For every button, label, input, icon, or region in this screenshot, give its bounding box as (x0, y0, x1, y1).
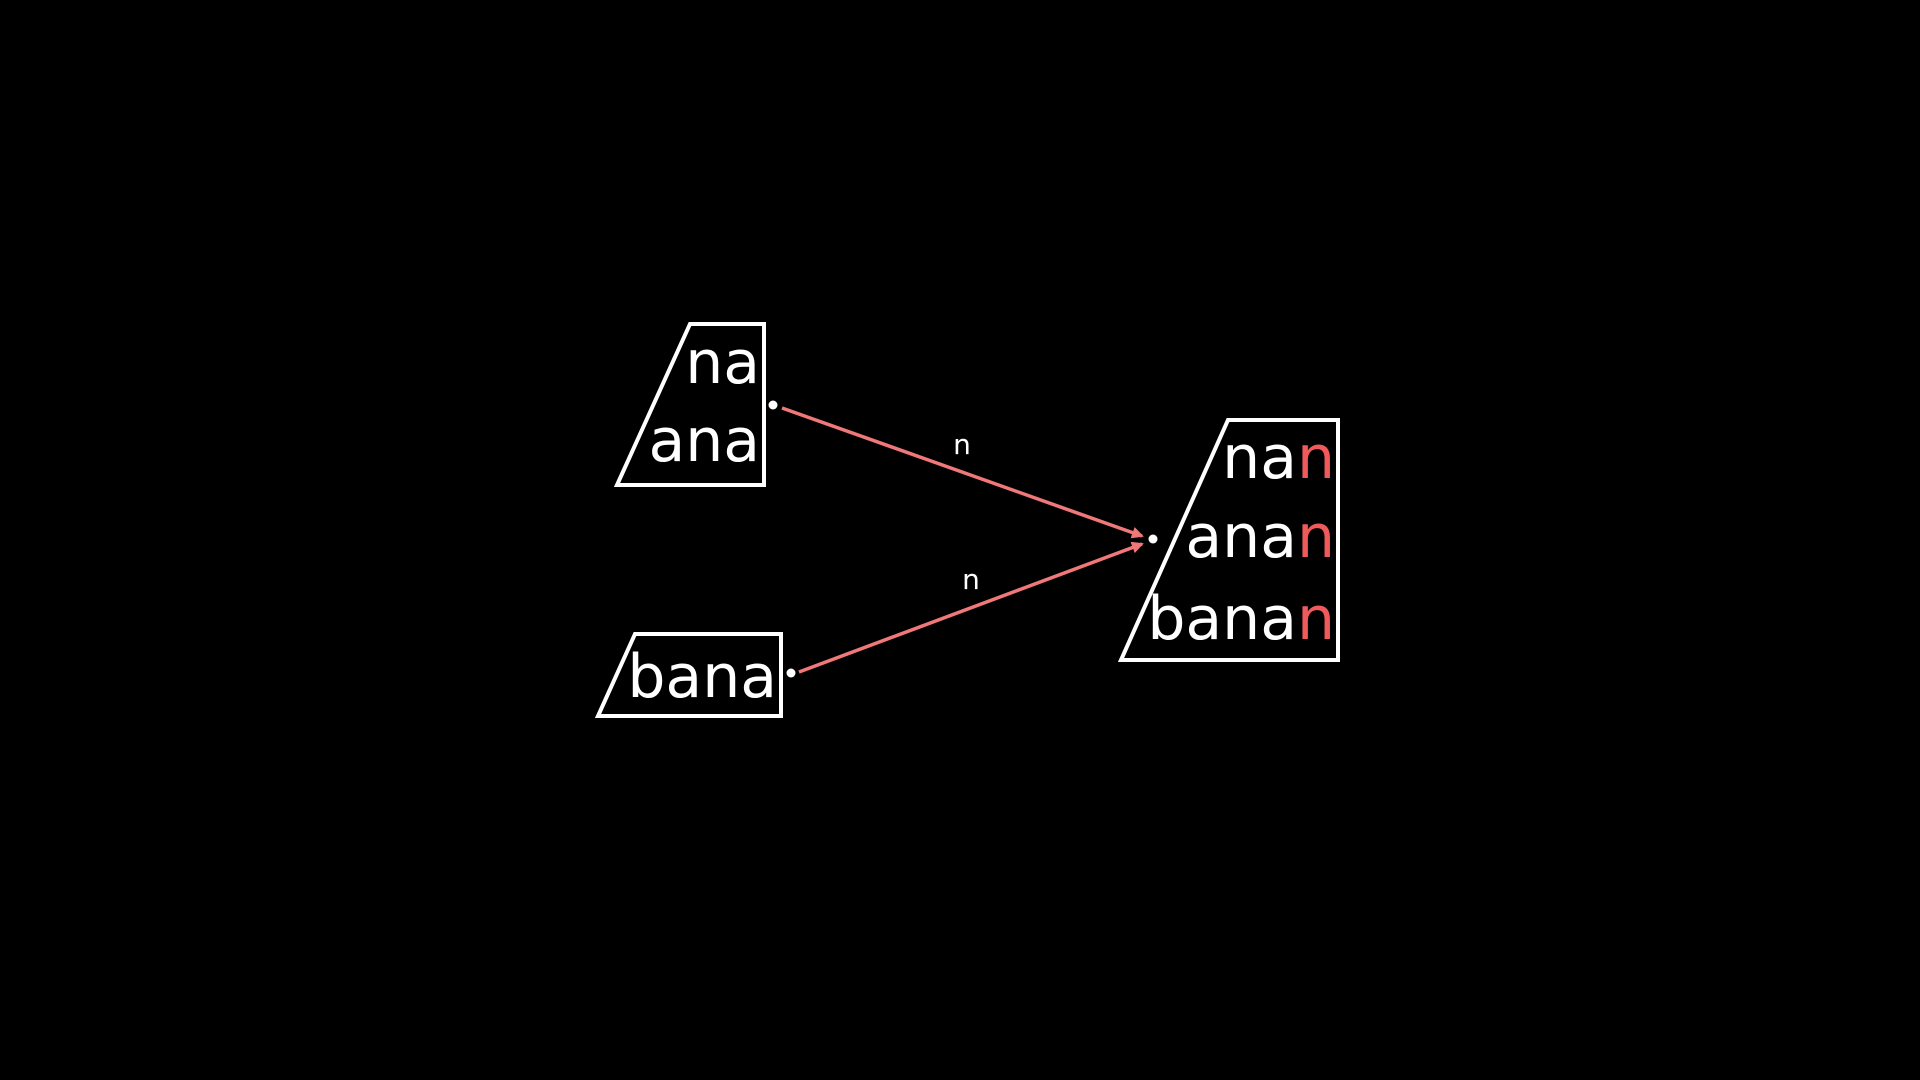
node-right-line-3-suffix: n (1297, 584, 1335, 654)
node-right: nan anan banan (1117, 418, 1340, 662)
edge-bottom-left-to-right-line (798, 541, 1144, 674)
node-top-left: na ana (613, 322, 778, 487)
node-bottom-left-outline (594, 632, 783, 718)
node-bottom-left-line-1: bana (627, 642, 777, 712)
edge-top-left-to-right-label: n (953, 428, 971, 461)
node-right-line-1-prefix: na (1222, 423, 1297, 493)
node-right-line-3-prefix: bana (1147, 584, 1297, 654)
node-right-line-1: nan (1222, 423, 1335, 493)
edge-bottom-left-to-right: n (798, 541, 1144, 674)
node-top-left-outline (613, 322, 766, 487)
node-top-left-line-1: na (685, 328, 760, 398)
node-right-line-3: banan (1147, 584, 1335, 654)
node-right-line-2-prefix: ana (1185, 502, 1297, 572)
edge-top-left-to-right: n (781, 406, 1144, 539)
node-bottom-left-port (786, 668, 796, 678)
edge-top-left-to-right-line (781, 406, 1144, 539)
edge-bottom-left-to-right-label: n (962, 563, 980, 596)
node-bottom-left: bana (594, 632, 796, 718)
node-top-left-port (768, 400, 778, 410)
node-right-line-1-suffix: n (1297, 423, 1335, 493)
node-right-line-2-suffix: n (1297, 502, 1335, 572)
node-top-left-line-2: ana (648, 406, 760, 476)
node-right-line-2: anan (1185, 502, 1335, 572)
node-right-port (1148, 534, 1158, 544)
node-right-outline (1117, 418, 1340, 662)
